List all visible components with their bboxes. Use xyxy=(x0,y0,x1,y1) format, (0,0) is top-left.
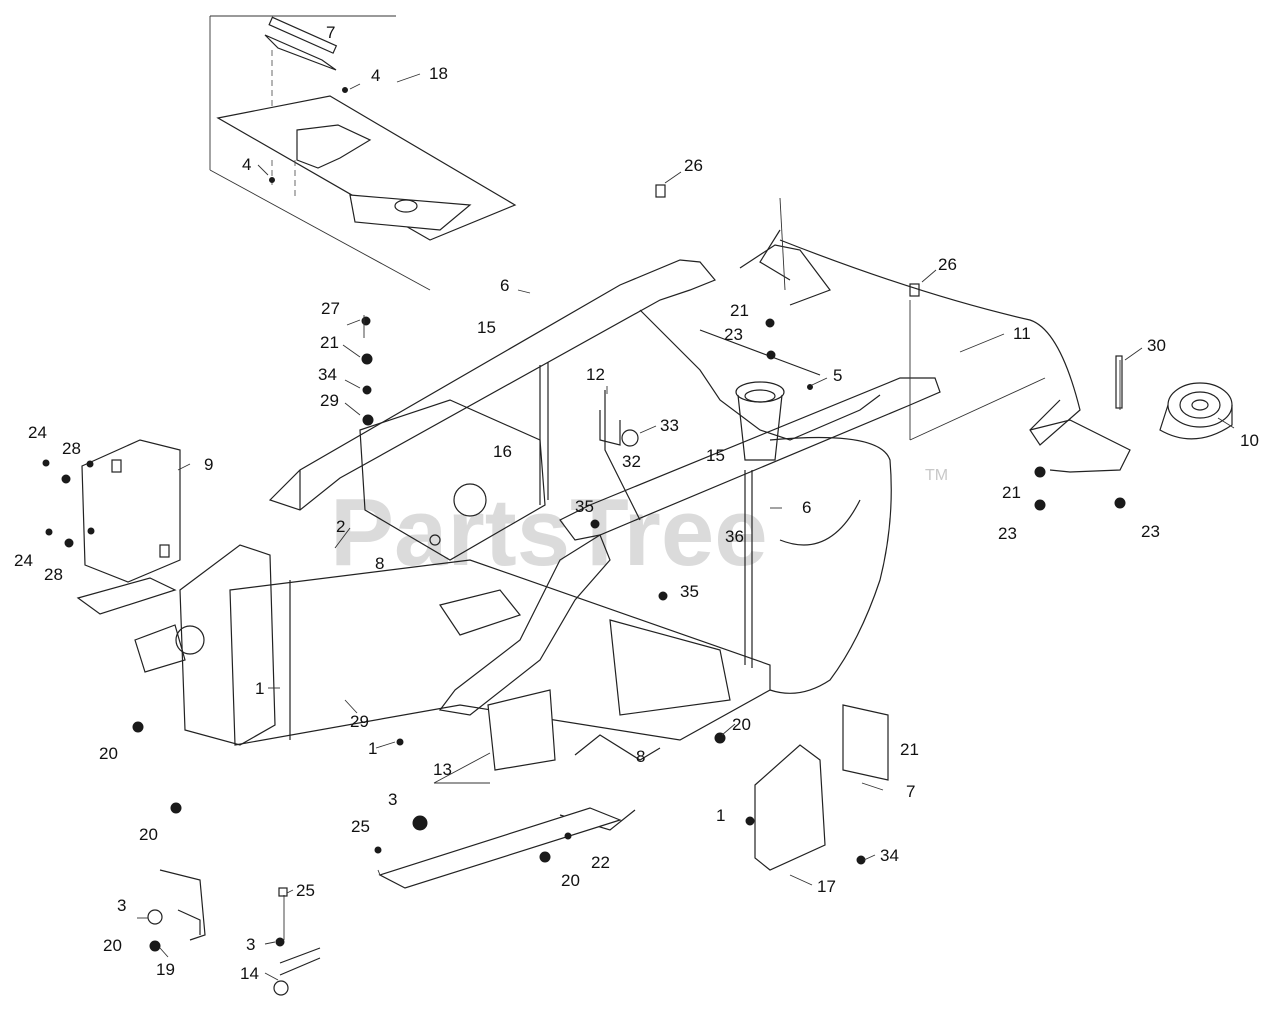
callout-29: 29 xyxy=(320,391,339,410)
callout-21: 21 xyxy=(1002,483,1021,502)
callout-20: 20 xyxy=(561,871,580,890)
callout-35: 35 xyxy=(575,497,594,516)
callout-9: 9 xyxy=(204,455,213,474)
callout-22: 22 xyxy=(591,853,610,872)
callout-24: 24 xyxy=(28,423,47,442)
callout-10: 10 xyxy=(1240,431,1259,450)
callout-20: 20 xyxy=(139,825,158,844)
callout-26: 26 xyxy=(938,255,957,274)
callout-4: 4 xyxy=(242,155,251,174)
callout-34: 12 xyxy=(586,365,605,384)
callout-34: 34 xyxy=(880,846,899,865)
callout-1: 1 xyxy=(255,679,264,698)
side-plate-assembly xyxy=(76,439,181,615)
callout-36: 36 xyxy=(725,527,744,546)
callout-25: 25 xyxy=(351,817,370,836)
callout-23: 23 xyxy=(998,524,1017,543)
callout-11: 11 xyxy=(1013,324,1031,343)
callout-5: 5 xyxy=(833,366,842,385)
callout-8: 8 xyxy=(636,747,645,766)
callout-25: 25 xyxy=(296,881,315,900)
callout-8: 8 xyxy=(375,554,384,573)
callout-15: 15 xyxy=(706,446,725,465)
callout-27: 27 xyxy=(321,299,340,318)
seat-plate-assembly xyxy=(209,15,517,291)
callout-4: 4 xyxy=(371,66,380,85)
callout-3: 3 xyxy=(246,935,255,954)
lower-brackets xyxy=(147,869,321,996)
callout-21: 21 xyxy=(900,740,919,759)
callout-24: 24 xyxy=(14,551,33,570)
leader-lines xyxy=(137,73,1235,981)
callout-6: 6 xyxy=(500,276,509,295)
callout-1: 1 xyxy=(716,806,725,825)
callout-6: 6 xyxy=(802,498,811,517)
callout-20: 20 xyxy=(99,744,118,763)
callout-23: 23 xyxy=(1141,522,1160,541)
callout-28: 28 xyxy=(62,439,81,458)
main-frame xyxy=(134,259,941,889)
callout-1: 1 xyxy=(368,739,377,758)
callout-3: 3 xyxy=(388,790,397,809)
callout-30: 30 xyxy=(1147,336,1166,355)
fasteners xyxy=(42,87,1126,952)
callout-21: 21 xyxy=(320,333,339,352)
callout-33: 33 xyxy=(660,416,679,435)
callout-12: 34 xyxy=(318,365,337,384)
callout-26: 26 xyxy=(684,156,703,175)
side-shield xyxy=(754,704,889,871)
callout-2: 2 xyxy=(336,517,345,536)
callout-7: 7 xyxy=(326,23,335,42)
callout-labels: 7 4 18 4 26 26 6 21 23 11 30 27 15 21 12… xyxy=(14,23,1259,983)
trademark-mark: TM xyxy=(925,467,948,484)
callout-15: 15 xyxy=(477,318,496,337)
callout-32: 32 xyxy=(622,452,641,471)
callout-7: 7 xyxy=(906,782,915,801)
callout-29: 29 xyxy=(350,712,369,731)
callout-3: 3 xyxy=(117,896,126,915)
callout-17: 17 xyxy=(817,877,836,896)
callout-13: 13 xyxy=(433,760,452,779)
callout-35: 35 xyxy=(680,582,699,601)
pivot-arm-assembly xyxy=(739,197,1233,473)
callout-18: 18 xyxy=(429,64,448,83)
watermark-text: PartsTree xyxy=(330,479,768,586)
callout-28: 28 xyxy=(44,565,63,584)
callout-20: 20 xyxy=(732,715,751,734)
callout-20: 20 xyxy=(103,936,122,955)
callout-21: 21 xyxy=(730,301,749,320)
callout-23: 23 xyxy=(724,325,743,344)
callout-16: 16 xyxy=(493,442,512,461)
callout-14: 14 xyxy=(240,964,259,983)
callout-19: 19 xyxy=(156,960,175,979)
